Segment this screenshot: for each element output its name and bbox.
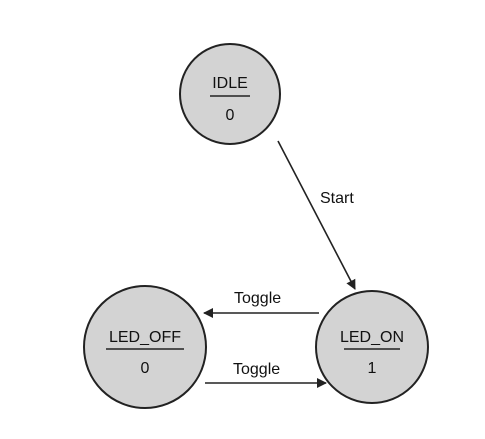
state-led-on-output: 1 <box>368 360 377 377</box>
state-idle-name: IDLE <box>212 75 248 92</box>
state-idle-output: 0 <box>226 107 235 124</box>
transition-toggle-top-label: Toggle <box>234 290 281 307</box>
transition-led-on-to-led-off: Toggle <box>203 290 319 318</box>
state-led-off: LED_OFF 0 <box>83 285 207 409</box>
state-led-off-circle <box>83 285 207 409</box>
state-idle-circle <box>179 43 281 145</box>
transition-led-off-to-led-on: Toggle <box>205 361 327 388</box>
state-led-on-circle <box>315 290 429 404</box>
transition-idle-to-led-on: Start <box>277 140 356 290</box>
state-led-off-output: 0 <box>141 360 150 377</box>
state-led-on-name: LED_ON <box>340 329 404 346</box>
transition-start-label: Start <box>320 190 354 207</box>
state-idle: IDLE 0 <box>179 43 281 145</box>
state-led-off-name: LED_OFF <box>109 329 181 346</box>
transition-toggle-bottom-label: Toggle <box>233 361 280 378</box>
state-led-on: LED_ON 1 <box>315 290 429 404</box>
transition-start-arrow <box>277 140 356 290</box>
